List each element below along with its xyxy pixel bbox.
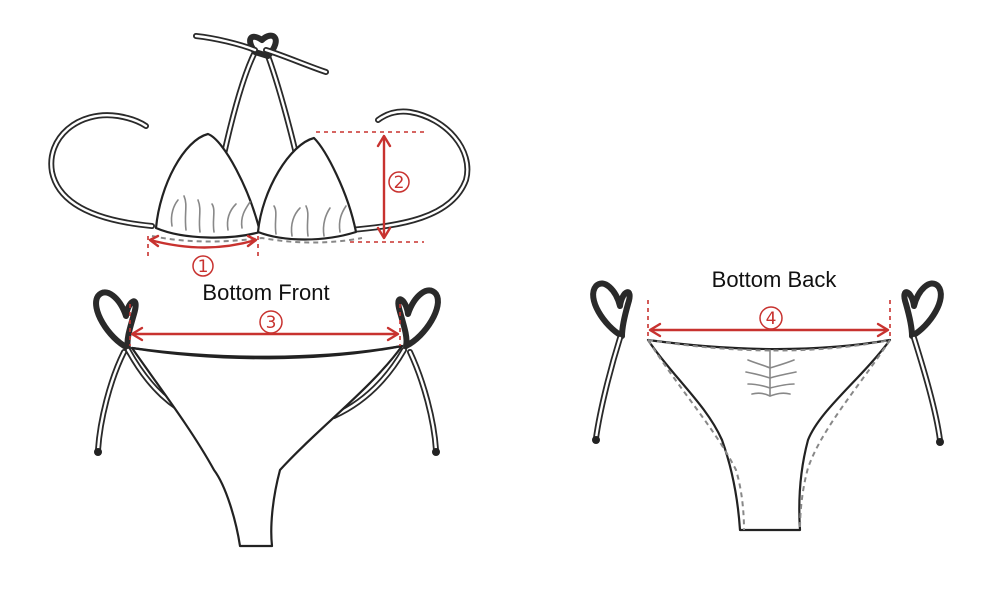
bottom-front-label: Bottom Front [202, 280, 329, 305]
measurement-3: 3 [129, 304, 401, 346]
measurement-1: 1 [147, 234, 259, 277]
bottom-front: Bottom Front [93, 280, 441, 548]
left-cup [154, 132, 262, 239]
bikini-top: 1 2 [48, 32, 471, 277]
measurement-3-marker [259, 310, 283, 334]
cup-gathers [151, 195, 363, 244]
bottom-back-label: Bottom Back [712, 267, 838, 292]
back-strap [48, 108, 471, 233]
measurement-2-marker [388, 171, 410, 193]
measurement-1-marker [192, 255, 214, 277]
front-bottom-panel [130, 344, 404, 548]
measurement-2-label: 2 [394, 173, 405, 193]
right-cup [256, 136, 358, 241]
measurement-3-label: 3 [266, 313, 277, 333]
measurement-4-marker [759, 306, 783, 330]
back-right-tie [901, 280, 944, 446]
measurement-4: 4 [647, 300, 891, 340]
back-left-tie [590, 280, 633, 444]
bottom-back: Bottom Back [590, 267, 944, 532]
measurement-2: 2 [316, 131, 424, 243]
measurement-4-label: 4 [766, 309, 777, 329]
back-bottom-panel [646, 338, 892, 532]
back-gathers [745, 349, 797, 397]
front-right-tie [331, 287, 441, 456]
measurement-1-label: 1 [198, 257, 209, 277]
